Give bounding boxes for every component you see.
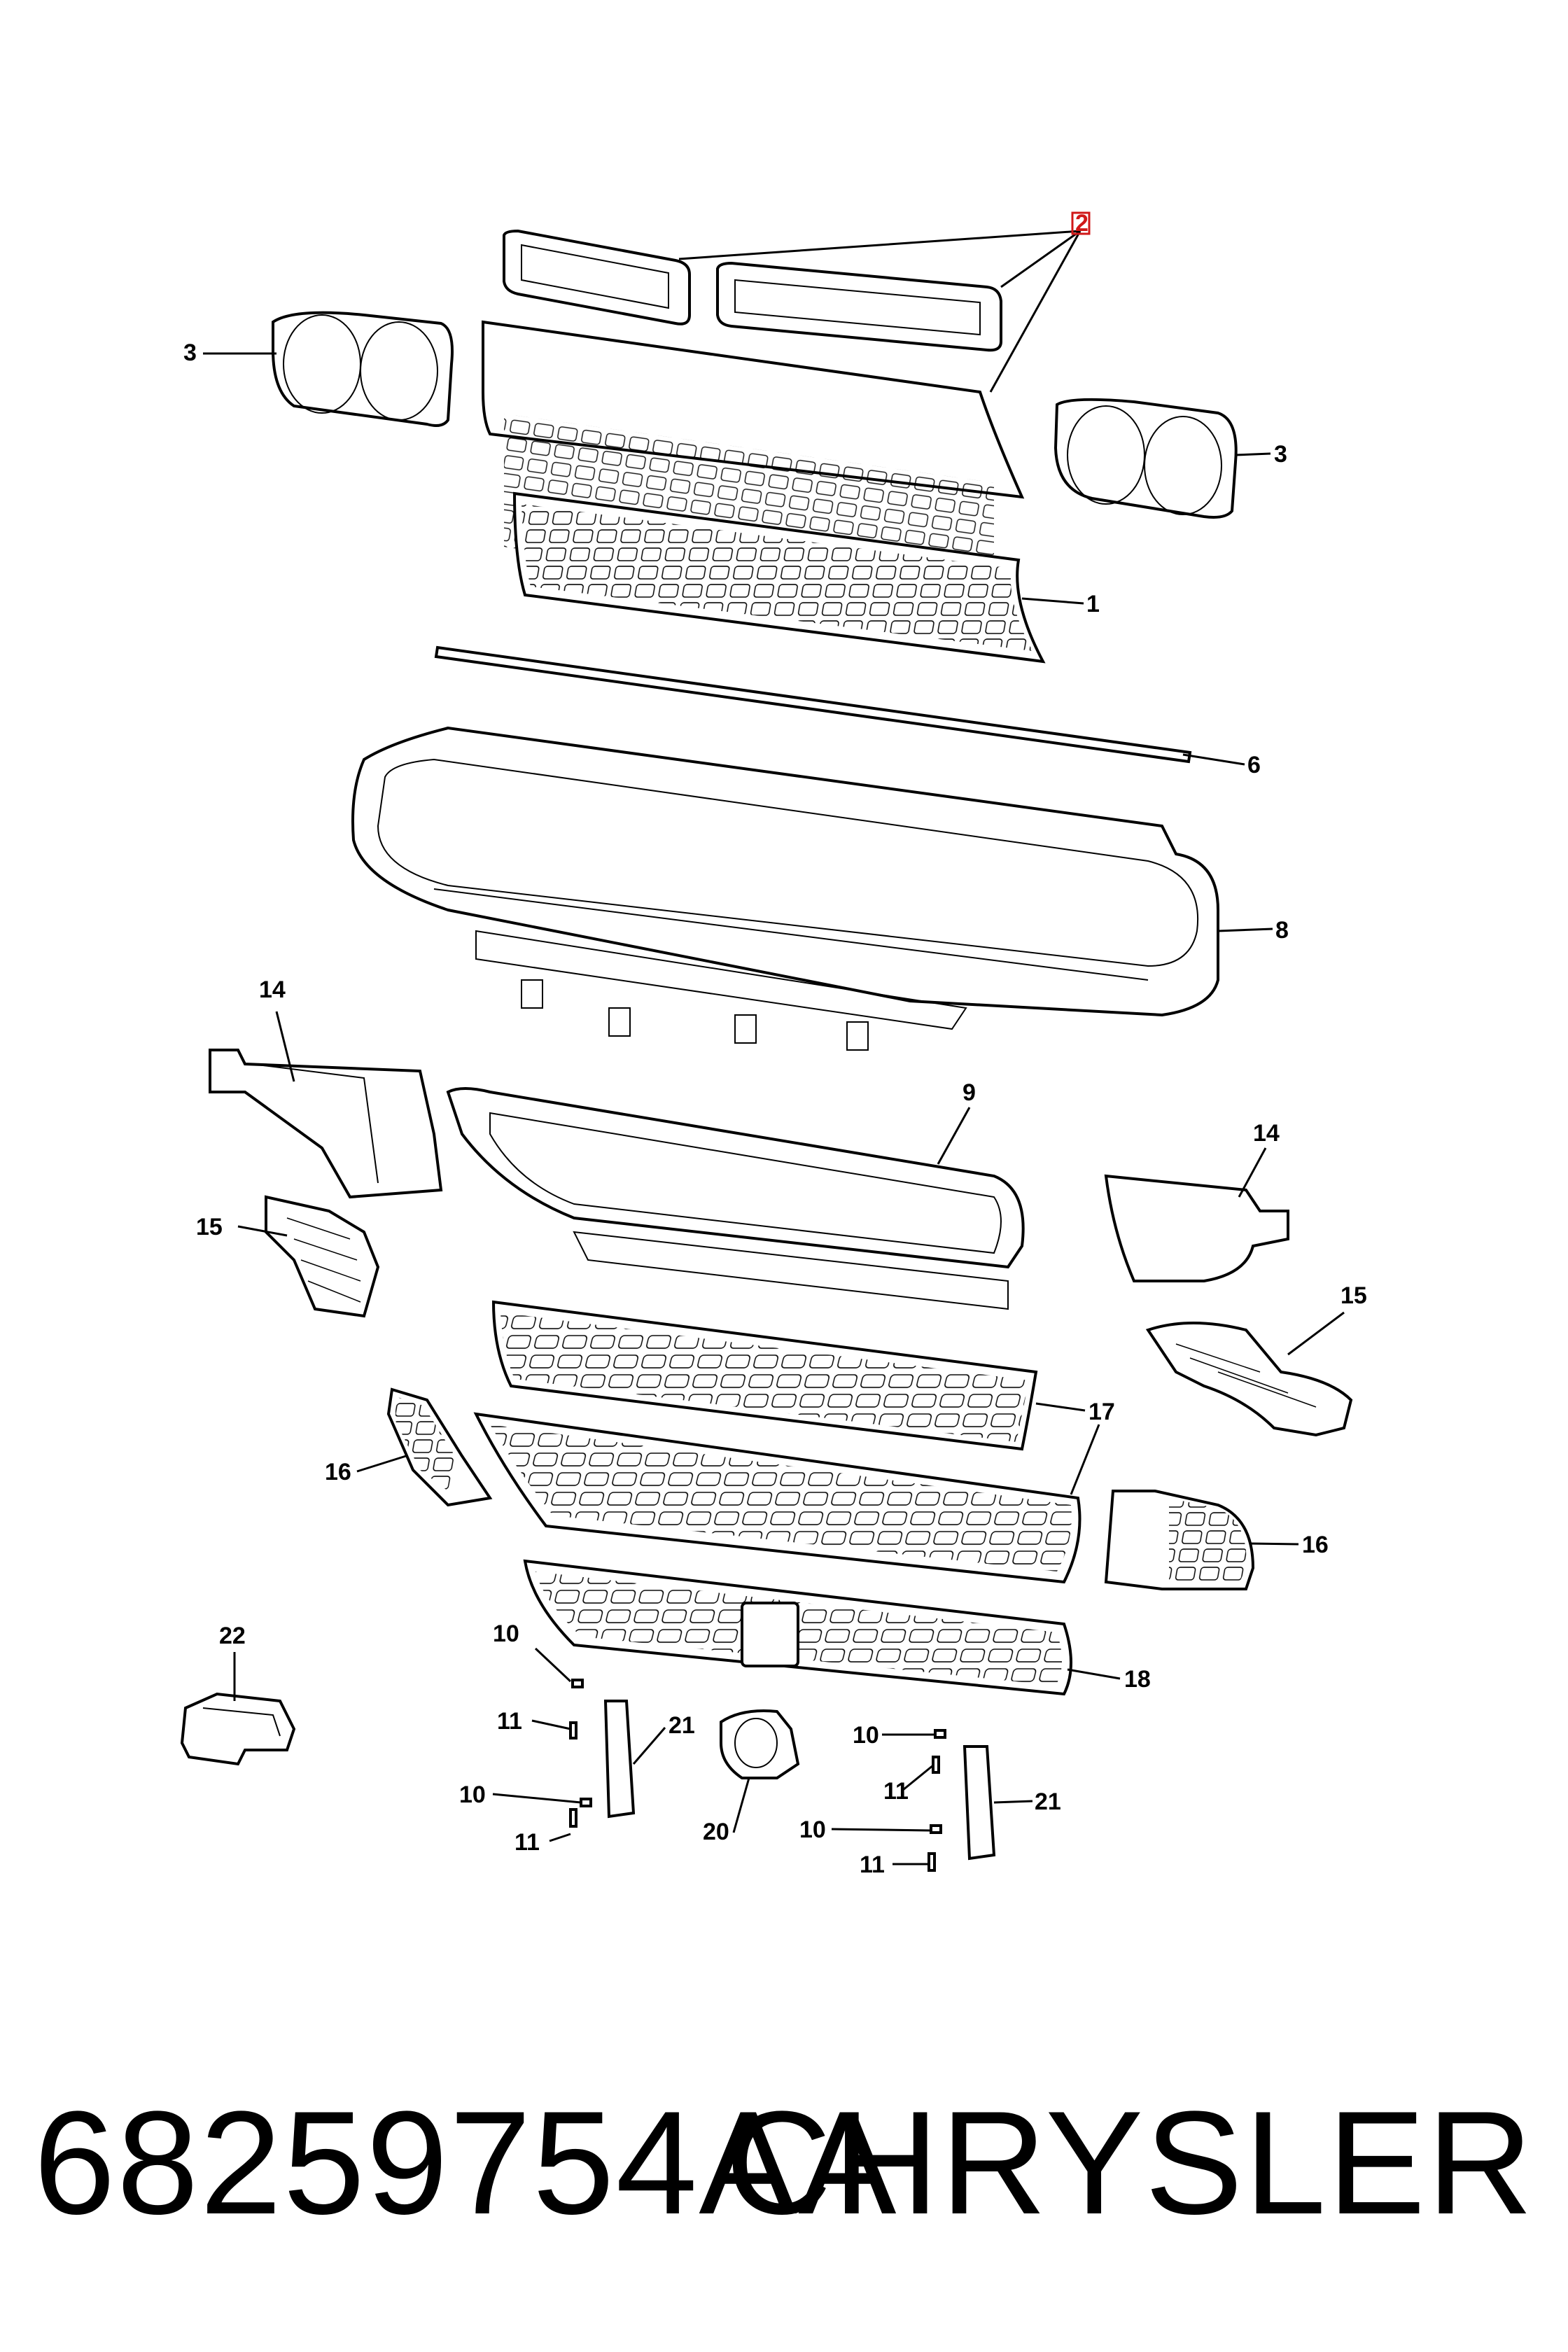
callout-label: 22 bbox=[219, 1623, 246, 1649]
callout-label: 2 bbox=[1075, 210, 1088, 237]
part-3-right-headlamp-bezel bbox=[1054, 398, 1238, 519]
callout-label: 3 bbox=[183, 340, 197, 366]
part-16-left-fog-bezel bbox=[386, 1387, 493, 1507]
callout-labels: 2 3 3 1 6 8 14 9 14 15 15 17 16 16 22 10… bbox=[183, 210, 1367, 1878]
part-18-lower-grille-insert bbox=[523, 1559, 1072, 1696]
brand-name: CHRYSLER bbox=[725, 2080, 1534, 2245]
callout-label: 10 bbox=[853, 1722, 879, 1749]
callout-label: 14 bbox=[1253, 1120, 1280, 1147]
part-22-clip bbox=[180, 1692, 296, 1766]
callout-2-highlight-box bbox=[1071, 211, 1091, 235]
part-21-right-bracket bbox=[962, 1745, 996, 1861]
callout-label: 20 bbox=[703, 1819, 729, 1845]
callout-label: 16 bbox=[325, 1459, 351, 1485]
part-1-grille-insert bbox=[512, 491, 1046, 664]
callout-label: 1 bbox=[1086, 591, 1100, 617]
callout-label: 11 bbox=[860, 1851, 885, 1878]
part-3-left-headlamp-bezel bbox=[272, 311, 454, 427]
part-2-grille-surround bbox=[503, 229, 1002, 352]
callout-label: 11 bbox=[883, 1778, 909, 1805]
part-15-right-deflector bbox=[1145, 1322, 1353, 1437]
part-14-right-air-duct bbox=[1104, 1174, 1289, 1282]
part-6-molding-strip bbox=[434, 645, 1192, 764]
leader-lines bbox=[203, 230, 1345, 1865]
callout-label: 15 bbox=[196, 1214, 223, 1240]
part-20-bracket bbox=[720, 1709, 800, 1779]
callout-label: 18 bbox=[1124, 1666, 1151, 1693]
callout-label: 10 bbox=[799, 1816, 826, 1843]
part-16-right-fog-bezel bbox=[1104, 1490, 1255, 1590]
callout-label: 9 bbox=[962, 1079, 976, 1106]
callout-label: 14 bbox=[259, 976, 286, 1003]
part-8-front-fascia bbox=[351, 726, 1219, 1051]
part-number: 68259754AA bbox=[34, 2080, 898, 2245]
callout-label: 3 bbox=[1274, 441, 1287, 468]
callout-label: 10 bbox=[493, 1620, 519, 1647]
callout-label: 10 bbox=[459, 1782, 486, 1808]
part-9-lower-grille-frame bbox=[446, 1087, 1025, 1310]
part-21-left-bracket bbox=[603, 1700, 636, 1819]
part-17-lower-grille-mesh bbox=[473, 1412, 1082, 1584]
callout-label: 11 bbox=[514, 1829, 540, 1856]
part-17-upper-lower-grille-mesh bbox=[491, 1300, 1038, 1451]
callout-label: 16 bbox=[1302, 1532, 1329, 1558]
part-15-left-deflector bbox=[265, 1195, 380, 1318]
callout-label: 21 bbox=[668, 1712, 695, 1739]
part-14-left-air-duct bbox=[209, 1049, 443, 1199]
callout-label: 11 bbox=[497, 1708, 522, 1735]
callout-label: 21 bbox=[1035, 1788, 1061, 1815]
callout-label: 15 bbox=[1340, 1282, 1367, 1309]
callout-label: 6 bbox=[1247, 752, 1261, 778]
callout-label: 17 bbox=[1088, 1399, 1115, 1425]
callout-label: 8 bbox=[1275, 917, 1289, 944]
